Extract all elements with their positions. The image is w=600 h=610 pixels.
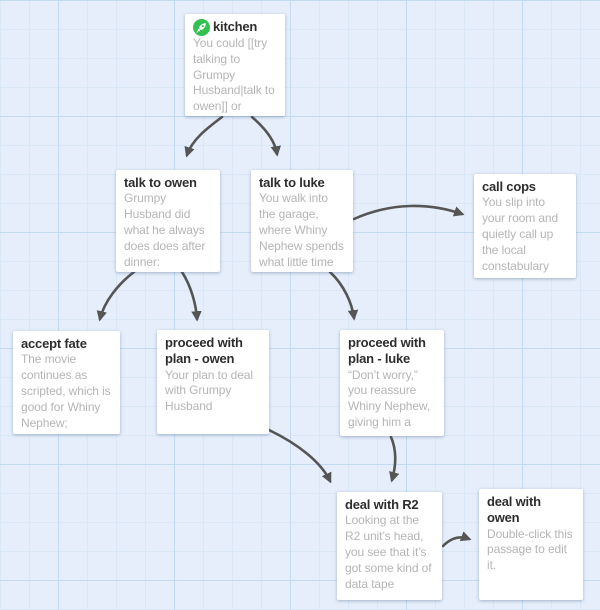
passage-title-text: accept fate	[21, 336, 87, 351]
link-arrow-proceed-with-plan-luke-to-deal-with-r2	[389, 435, 400, 483]
passage-title-text: kitchen	[213, 19, 258, 35]
passage-title: deal with R2	[345, 497, 435, 513]
passage-title-text: talk to luke	[259, 175, 325, 190]
link-arrow-kitchen-to-talk-to-owen	[184, 115, 224, 158]
link-arrow-talk-to-owen-to-accept-fate	[96, 270, 136, 322]
passage-title-text: call cops	[482, 179, 536, 194]
link-arrow-kitchen-to-talk-to-luke	[250, 115, 281, 157]
passage-title-text: proceed with plan - luke	[348, 335, 426, 367]
passage-title: kitchen	[193, 19, 278, 36]
passage-excerpt: “Don’t worry,” you reassure Whiny Nephew…	[348, 367, 431, 429]
passage-excerpt: You slip into your room and quietly call…	[482, 195, 559, 273]
passage-excerpt: You walk into the garage, where Whiny Ne…	[259, 191, 344, 269]
passage-title: talk to owen	[124, 175, 213, 191]
passage-title: talk to luke	[259, 175, 346, 191]
passage-title-text: proceed with plan - owen	[165, 335, 243, 367]
passage-excerpt: Double-click this passage to edit it.	[487, 526, 573, 573]
passage-title: accept fate	[21, 336, 113, 352]
link-arrow-talk-to-owen-to-proceed-with-plan-owen	[180, 270, 202, 322]
link-arrow-deal-with-r2-to-deal-with-owen	[441, 531, 472, 548]
passage-excerpt: The movie continues as scripted, which i…	[21, 352, 111, 430]
start-rocket-icon	[193, 19, 210, 36]
passage-title: proceed with plan - luke	[348, 335, 437, 368]
link-arrow-talk-to-luke-to-call-cops	[352, 204, 465, 221]
link-arrow-talk-to-luke-to-proceed-with-plan-luke	[328, 270, 359, 321]
passage-title-text: deal with owen	[487, 494, 541, 526]
passage-excerpt: Grumpy Husband did what he always does d…	[124, 191, 206, 269]
passage-title-text: talk to owen	[124, 175, 197, 190]
passage-title: proceed with plan - owen	[165, 335, 262, 368]
passage-excerpt: You could [[try talking to Grumpy Husban…	[193, 36, 275, 114]
link-arrow-proceed-with-plan-owen-to-deal-with-r2	[267, 428, 332, 484]
passage-title: deal with owen	[487, 494, 576, 527]
passage-node-proceed-with-plan-luke[interactable]: proceed with plan - luke“Don’t worry,” y…	[340, 330, 444, 436]
passage-title: call cops	[482, 179, 569, 195]
passage-title-text: deal with R2	[345, 497, 419, 512]
passage-excerpt: Your plan to deal with Grumpy Husband	[165, 367, 253, 414]
passage-excerpt: Looking at the R2 unit’s head, you see t…	[345, 513, 432, 591]
